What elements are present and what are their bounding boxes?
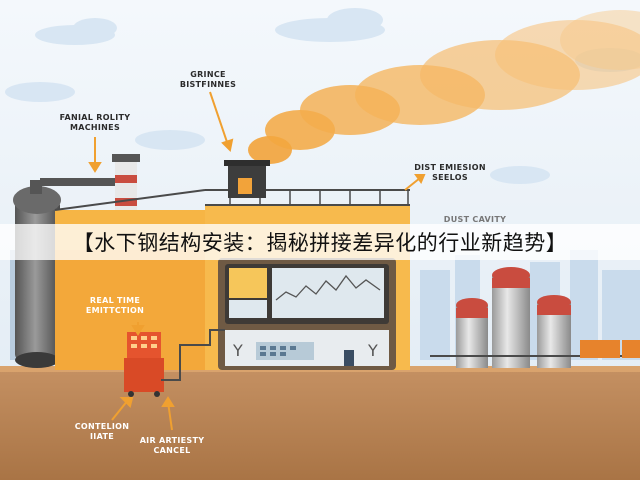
- annotation-arrows: [88, 91, 426, 431]
- banner-title: 【水下钢结构安装：揭秘拼接差异化的行业新趋势】: [72, 231, 568, 255]
- ground: [0, 370, 640, 480]
- smoke-plume: [248, 10, 640, 164]
- emission-cabinet: [124, 329, 225, 397]
- monitor-graph-line: [275, 274, 381, 301]
- storage-tanks: [430, 267, 640, 368]
- label-machines: FANIAL ROLITY MACHINES: [59, 113, 131, 132]
- label-control-state: CONTELION IIATE: [74, 422, 130, 441]
- label-grinds: GRINCE BISTFINNES: [179, 70, 237, 89]
- svg-text:Y: Y: [367, 341, 378, 360]
- label-air-cancel: AIR ARTIESTY CANCEL: [139, 436, 205, 455]
- svg-text:Y: Y: [232, 341, 243, 360]
- label-emission-silos: DIST EMIESION SEELOS: [414, 163, 486, 182]
- control-panel: Y Y: [218, 258, 396, 370]
- title-banner: 【水下钢结构安装：揭秘拼接差异化的行业新趋势】: [0, 224, 640, 260]
- label-dust-cavity: DUST CAVITY: [443, 215, 507, 224]
- label-realtime-emission: REAL TIME EMITTCTION: [85, 296, 145, 315]
- clouds: [5, 8, 640, 184]
